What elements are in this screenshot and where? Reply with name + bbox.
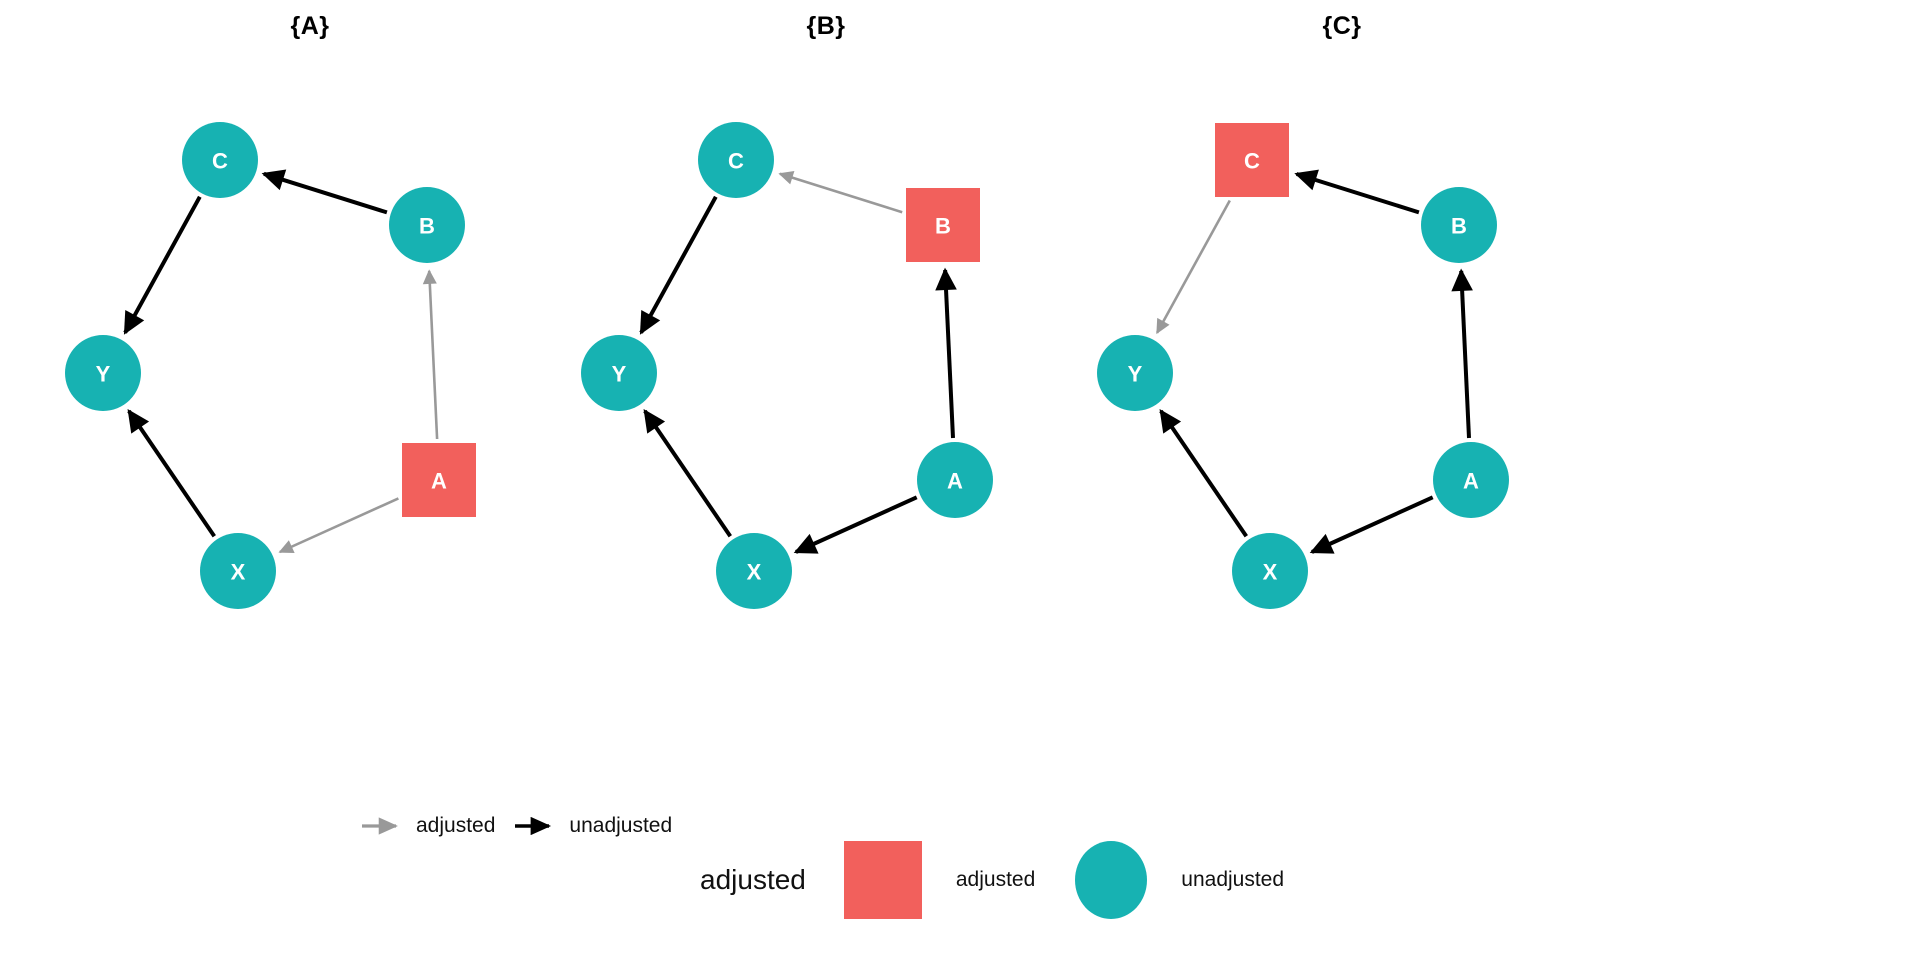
node-label: C xyxy=(212,149,228,174)
legend-label-adjusted-square: adjusted xyxy=(955,868,1036,891)
node-label: B xyxy=(419,214,435,239)
edge-A-to-B xyxy=(1451,268,1473,439)
edge-A-to-X xyxy=(1309,495,1434,554)
node-label: A xyxy=(1463,469,1479,494)
dag-panel-b: {B} C B A X Y xyxy=(516,0,1136,760)
node-circle-icon xyxy=(1433,442,1509,518)
edge-B-to-C xyxy=(261,169,388,215)
edge-B-to-C xyxy=(1294,169,1420,215)
legend-entry-adjusted-arrow: adjusted xyxy=(360,814,495,838)
panel-title-b: {B} xyxy=(806,12,846,40)
node-label: B xyxy=(935,214,951,239)
node-y[interactable]: Y xyxy=(581,335,657,411)
legend-label-unadjusted-circle: unadjusted xyxy=(1181,868,1285,891)
edge-C-to-Y xyxy=(1155,199,1231,335)
node-x[interactable]: X xyxy=(200,533,276,609)
node-label: X xyxy=(1263,560,1278,585)
node-label: C xyxy=(1244,149,1260,174)
node-label: Y xyxy=(1128,362,1143,387)
panel-title-c: {C} xyxy=(1322,12,1362,40)
node-c[interactable]: C xyxy=(182,122,258,198)
node-circle-icon xyxy=(716,533,792,609)
node-a[interactable]: A xyxy=(402,443,476,517)
node-a[interactable]: A xyxy=(1433,442,1509,518)
legend-label-unadjusted-arrow: unadjusted xyxy=(569,814,673,837)
node-label: X xyxy=(747,560,762,585)
dag-panel-c: {C} C B A X Y xyxy=(1032,0,1652,760)
dag-graph-b: C B A X Y xyxy=(581,122,993,609)
dag-graph-c: C B A X Y xyxy=(1097,123,1509,609)
node-c[interactable]: C xyxy=(1215,123,1289,197)
edge-A-to-B xyxy=(935,267,957,439)
node-x[interactable]: X xyxy=(1232,533,1308,609)
node-circle-icon xyxy=(182,122,258,198)
node-y[interactable]: Y xyxy=(1097,335,1173,411)
node-square-icon xyxy=(1215,123,1289,197)
panel-title-a: {A} xyxy=(290,12,330,40)
node-label: Y xyxy=(96,362,111,387)
node-circle-icon xyxy=(1232,533,1308,609)
edge-A-to-X xyxy=(793,495,918,554)
node-circle-icon xyxy=(200,533,276,609)
edge-A-to-X xyxy=(278,497,399,554)
legend-title-adjusted: adjusted xyxy=(700,864,806,895)
node-label: X xyxy=(231,560,246,585)
edge-C-to-Y xyxy=(123,195,202,335)
dag-panel-a: {A} C B A X Y xyxy=(0,0,620,760)
legend-entry-unadjusted-arrow: unadjusted xyxy=(513,814,672,838)
node-label: C xyxy=(728,149,744,174)
node-y[interactable]: Y xyxy=(65,335,141,411)
node-circle-icon xyxy=(389,187,465,263)
node-x[interactable]: X xyxy=(716,533,792,609)
node-square-icon xyxy=(906,188,980,262)
dag-graph-a: C B A X Y xyxy=(65,122,476,609)
adjusted-arrow-icon xyxy=(362,817,398,835)
node-b[interactable]: B xyxy=(906,188,980,262)
legend-entry-adjusted-square: adjusted xyxy=(843,841,1075,919)
edge-X-to-Y xyxy=(1159,409,1248,538)
node-circle-icon xyxy=(581,335,657,411)
node-shape-legend: adjusted adjusted unadjusted xyxy=(700,840,1324,920)
edge-style-legend: adjusted unadjusted xyxy=(360,806,672,846)
node-square-icon xyxy=(402,443,476,517)
node-b[interactable]: B xyxy=(1421,187,1497,263)
node-circle-icon xyxy=(698,122,774,198)
node-label: B xyxy=(1451,214,1467,239)
node-label: Y xyxy=(612,362,627,387)
node-label: A xyxy=(947,469,963,494)
legend-entry-unadjusted-circle: unadjusted xyxy=(1075,841,1324,919)
node-label: A xyxy=(431,469,447,494)
adjusted-square-icon xyxy=(843,841,922,919)
node-b[interactable]: B xyxy=(389,187,465,263)
node-a[interactable]: A xyxy=(917,442,993,518)
node-circle-icon xyxy=(917,442,993,518)
edge-X-to-Y xyxy=(643,409,732,538)
node-circle-icon xyxy=(65,335,141,411)
node-circle-icon xyxy=(1097,335,1173,411)
edge-A-to-B xyxy=(422,269,439,440)
unadjusted-circle-icon xyxy=(1075,841,1148,919)
edge-C-to-Y xyxy=(639,195,718,335)
node-circle-icon xyxy=(1421,187,1497,263)
legend-label-adjusted-arrow: adjusted xyxy=(416,814,496,837)
unadjusted-arrow-icon xyxy=(515,817,552,835)
node-c[interactable]: C xyxy=(698,122,774,198)
edge-B-to-C xyxy=(778,170,903,214)
edge-X-to-Y xyxy=(127,409,216,538)
